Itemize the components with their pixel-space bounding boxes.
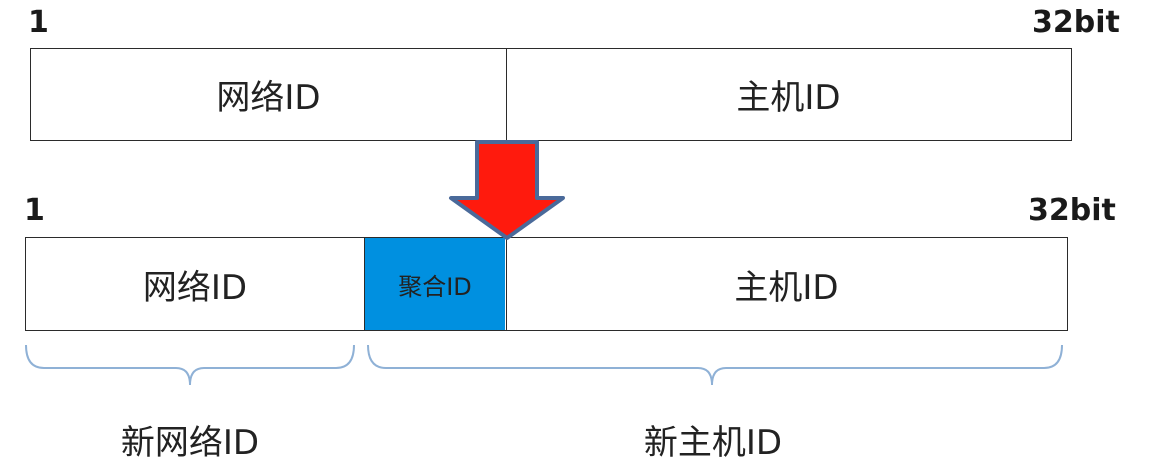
bottom-network-id-label: 网络ID xyxy=(142,267,248,308)
top-divider xyxy=(506,49,507,140)
new-network-id-label: 新网络ID xyxy=(120,423,260,463)
bottom-address-bar: 网络ID 聚合ID 主机ID xyxy=(25,237,1068,331)
aggregate-id-label: 聚合ID xyxy=(398,272,472,301)
new-host-id-label: 新主机ID xyxy=(643,423,783,463)
bottom-host-id-label: 主机ID xyxy=(734,267,839,308)
aggregate-id-cell: 聚合ID xyxy=(365,238,505,330)
bottom-divider-left xyxy=(364,238,365,330)
top-host-id-label: 主机ID xyxy=(736,78,841,118)
down-arrow-icon xyxy=(449,140,565,240)
top-address-bar: 网络ID 主机ID xyxy=(30,48,1072,141)
new-network-brace xyxy=(25,344,355,386)
top-start-bit-label: 1 xyxy=(28,5,49,40)
new-host-brace xyxy=(367,344,1063,386)
top-network-id-label: 网络ID xyxy=(216,78,321,118)
bottom-divider-right xyxy=(506,238,507,330)
bottom-start-bit-label: 1 xyxy=(24,193,45,228)
top-end-bit-label: 32bit xyxy=(1032,5,1120,40)
bottom-end-bit-label: 32bit xyxy=(1028,193,1116,228)
